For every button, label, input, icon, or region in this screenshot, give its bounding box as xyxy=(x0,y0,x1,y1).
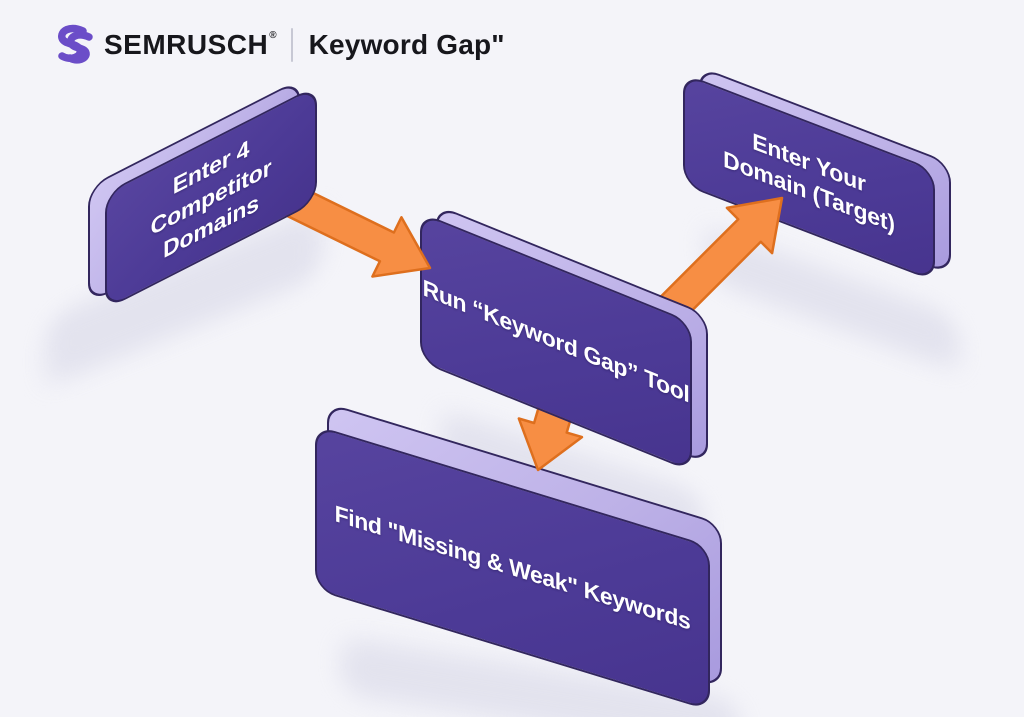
diagram-title: Keyword Gap" xyxy=(308,29,505,60)
semrush-logo-icon xyxy=(58,24,93,64)
brand-bar: SEMRUSCH ® Keyword Gap" xyxy=(52,24,505,66)
registered-mark: ® xyxy=(269,29,277,41)
brand-divider xyxy=(290,28,293,62)
brand-name: SEMRUSCH xyxy=(104,29,269,60)
